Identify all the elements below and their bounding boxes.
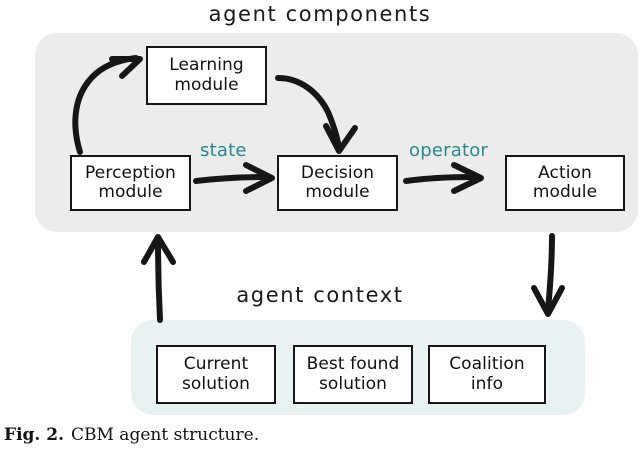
- figure-caption: Fig. 2. CBM agent structure.: [4, 425, 259, 445]
- figure-caption-label: Fig. 2.: [4, 425, 64, 445]
- box-current-line1: Current: [183, 354, 249, 375]
- box-current-solution[interactable]: Current solution: [156, 345, 276, 404]
- box-coalition-line2: info: [470, 373, 504, 394]
- box-perception-line1: Perception: [85, 162, 176, 183]
- box-best-line2: solution: [318, 373, 388, 394]
- box-best-found-solution[interactable]: Best found solution: [293, 345, 413, 404]
- box-best-line1: Best found: [306, 354, 400, 375]
- box-learning-line2: module: [174, 74, 239, 95]
- box-perception-module[interactable]: Perception module: [70, 155, 191, 211]
- box-coalition-line1: Coalition: [449, 354, 525, 375]
- box-current-line2: solution: [181, 373, 251, 394]
- agent-components-title: agent components: [208, 2, 432, 26]
- agent-context-title: agent context: [236, 283, 404, 307]
- edge-label-state: state: [200, 140, 247, 161]
- box-learning-line1: Learning: [169, 55, 244, 76]
- box-decision-line1: Decision: [300, 162, 375, 183]
- box-perception-line2: module: [98, 182, 163, 202]
- box-learning-module[interactable]: Learning module: [146, 46, 267, 105]
- box-action-line1: Action: [538, 162, 592, 183]
- box-decision-line2: module: [305, 182, 370, 202]
- box-action-module[interactable]: Action module: [505, 155, 625, 211]
- box-decision-module[interactable]: Decision module: [277, 155, 398, 211]
- arrow-context-to-perception: [141, 234, 176, 323]
- box-coalition-info[interactable]: Coalition info: [428, 345, 546, 404]
- box-action-line2: module: [532, 182, 598, 202]
- edge-label-operator: operator: [409, 140, 489, 161]
- figure-caption-text: CBM agent structure.: [71, 425, 260, 445]
